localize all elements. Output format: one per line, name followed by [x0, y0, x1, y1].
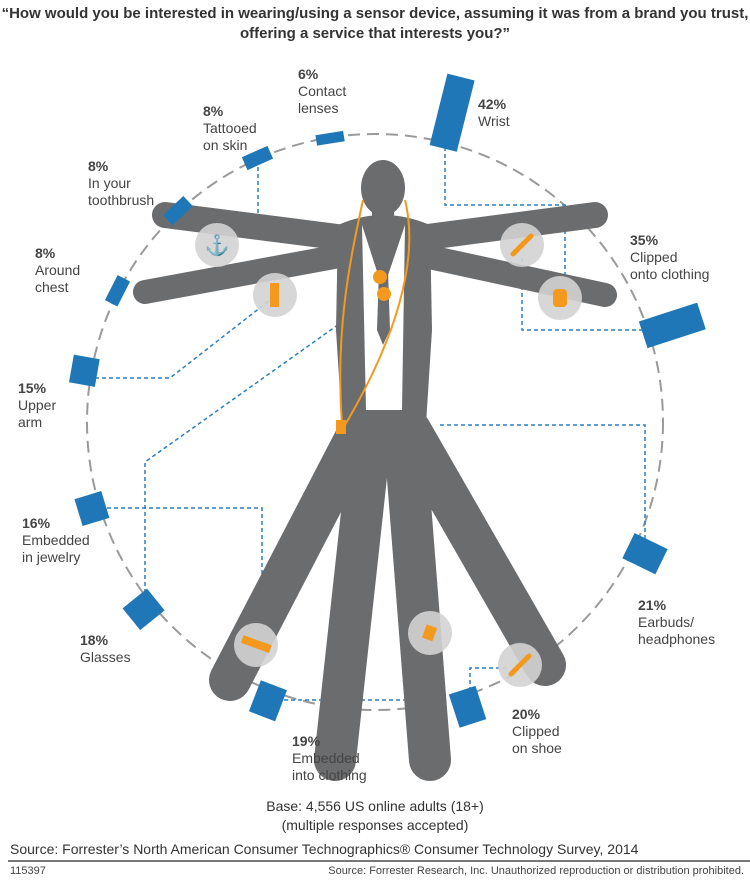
item-line1: Upper: [18, 397, 57, 413]
item-line2: arm: [18, 414, 43, 430]
item-percent: 35%: [630, 232, 659, 248]
sensor-markers: ⚓: [195, 223, 582, 687]
bar-tattooed-on-skin: [241, 145, 274, 171]
bar-embedded-into-clothing: [248, 680, 288, 722]
item-line1: Wrist: [478, 113, 510, 129]
item-percent: 8%: [88, 158, 109, 174]
base-note: Base: 4,556 US online adults (18+) (mult…: [0, 797, 750, 835]
item-line2: lenses: [298, 100, 339, 116]
clip-icon: [510, 233, 534, 257]
item-line2: on shoe: [512, 740, 562, 756]
item-line2: in jewelry: [22, 549, 81, 565]
figure-id: 115397: [10, 865, 46, 877]
item-line1: Contact: [298, 83, 347, 99]
item-line1: Earbuds/: [638, 614, 695, 630]
item-percent: 6%: [298, 66, 319, 82]
sunglasses-icon: [373, 270, 391, 301]
dashed-ring: [86, 133, 664, 711]
bar-embedded-in-jewelry: [74, 491, 110, 527]
clothing-strip-icon: [240, 635, 272, 653]
item-line2: chest: [35, 279, 69, 295]
item-percent: 19%: [292, 733, 321, 749]
item-line1: Clipped: [630, 249, 678, 265]
item-percent: 21%: [638, 597, 667, 613]
armband-icon: [270, 283, 279, 307]
item-percent: 15%: [18, 380, 47, 396]
base-subline: (multiple responses accepted): [281, 817, 469, 833]
watch-icon: [553, 289, 567, 307]
copyright-note: Source: Forrester Research, Inc. Unautho…: [328, 865, 744, 877]
bar-in-your-toothbrush: [162, 195, 193, 226]
item-line2: toothbrush: [88, 192, 155, 208]
item-percent: 20%: [512, 706, 541, 722]
item-line1: Embedded: [22, 532, 90, 548]
bar-around-chest: [104, 275, 131, 307]
item-line2: onto clothing: [630, 266, 710, 282]
bar-earbuds-headphones: [622, 533, 668, 575]
item-label: 18%Glasses: [80, 632, 131, 666]
item-line1: Tattooed: [203, 120, 257, 136]
item-line1: Embedded: [292, 750, 360, 766]
bar-clipped-on-shoe: [448, 685, 487, 728]
bar-upper-arm: [69, 354, 100, 387]
item-percent: 8%: [203, 103, 224, 119]
toothbrush-anchor-icon: ⚓: [205, 233, 230, 257]
item-percent: 42%: [478, 96, 507, 112]
item-label: 42%Wrist: [478, 96, 510, 130]
bar-glasses: [122, 588, 165, 631]
head: [361, 160, 405, 216]
source-note: Source: Forrester’s North American Consu…: [10, 841, 639, 857]
divider: [8, 860, 750, 862]
item-line2: on skin: [203, 137, 248, 153]
bar-contact-lenses: [315, 130, 345, 146]
item-line1: In your: [88, 175, 131, 191]
bar-clipped-onto-clothing: [638, 302, 706, 349]
item-line1: Glasses: [80, 649, 131, 665]
shoe-clip-icon: [508, 653, 532, 677]
item-line1: Around: [35, 262, 81, 278]
clothing-sensor-icon: [421, 624, 438, 642]
survey-question-title: “How would you be interested in wearing/…: [1, 5, 749, 42]
item-percent: 18%: [80, 632, 109, 648]
bar-wrist: [429, 73, 475, 152]
item-line2: into clothing: [292, 767, 367, 783]
base-line: Base: 4,556 US online adults (18+): [266, 798, 484, 814]
earbud-device-icon: [336, 420, 346, 434]
earbud-wires: [339, 199, 411, 426]
item-percent: 16%: [22, 515, 51, 531]
item-label: 21%Earbuds/headphones: [638, 597, 715, 648]
item-line1: Clipped: [512, 723, 560, 739]
item-percent: 8%: [35, 245, 56, 261]
item-line2: headphones: [638, 631, 716, 647]
